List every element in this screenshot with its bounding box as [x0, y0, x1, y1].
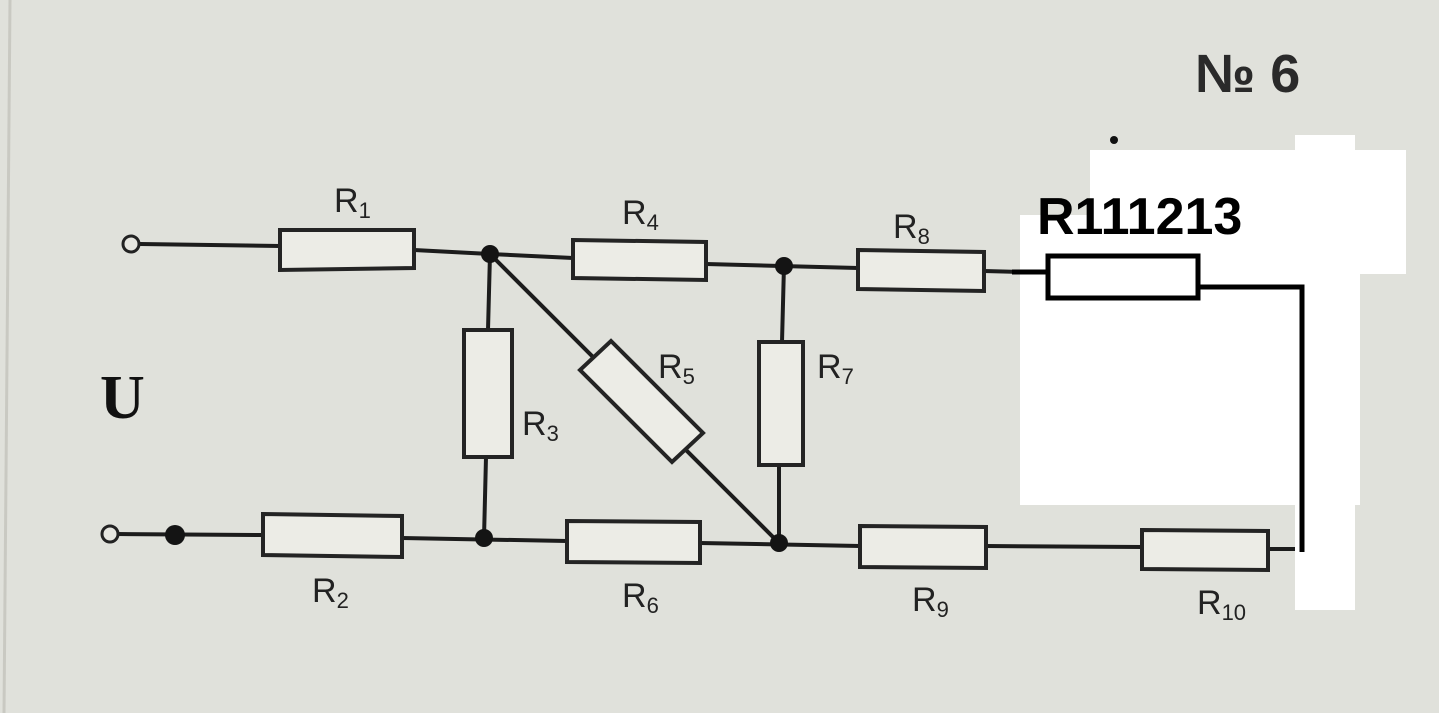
resistor-labels: R1 R4 R8 R3 R5 R7 R2 R6 R9 R10	[312, 182, 1246, 625]
wire-top-in	[138, 242, 282, 248]
wire-node-a-r3	[486, 252, 492, 332]
wire-r1-node-a	[412, 248, 492, 256]
label-r7: R7	[817, 348, 854, 389]
node-c	[475, 529, 493, 547]
wire-r9-r10	[984, 544, 1144, 549]
resistors	[261, 228, 1270, 573]
terminal-top	[121, 234, 141, 254]
source-label: U	[100, 364, 145, 432]
resistor-r8	[856, 247, 986, 294]
node-bottom-left	[165, 525, 185, 545]
label-r2: R2	[312, 572, 349, 613]
label-r10: R10	[1197, 584, 1246, 625]
resistor-r3	[462, 328, 514, 459]
resistor-r1	[278, 228, 416, 273]
resistor-r10	[1140, 527, 1270, 573]
resistor-r2	[261, 511, 404, 560]
wires	[115, 242, 1302, 551]
label-r3: R3	[522, 405, 559, 446]
label-r4: R4	[622, 194, 659, 235]
terminal-bottom	[100, 524, 120, 544]
wire-node-a-r4	[488, 252, 575, 260]
resistor-r4	[571, 237, 708, 283]
node-b	[775, 257, 793, 275]
resistor-r111213	[1045, 253, 1201, 301]
white-patch-bottom	[1295, 500, 1355, 610]
label-r111213: R111213	[1037, 188, 1242, 246]
label-r5: R5	[658, 348, 695, 389]
stray-dot	[1110, 136, 1118, 144]
node-a	[481, 245, 499, 263]
resistor-r6	[565, 518, 702, 566]
wire-node-b-r7	[780, 263, 786, 344]
wire-bottom-in	[115, 532, 265, 537]
label-r8: R8	[893, 208, 930, 249]
label-r6: R6	[622, 577, 659, 618]
problem-number: № 6	[1195, 44, 1300, 104]
label-r1: R1	[334, 182, 371, 223]
paper-fold-line	[2, 0, 12, 713]
edited-region: R111213	[1012, 135, 1406, 610]
resistor-r5	[577, 338, 706, 465]
edit-wire-return	[1198, 284, 1305, 552]
white-patch-top-notch	[1295, 135, 1355, 165]
label-r9: R9	[912, 581, 949, 622]
resistor-r9	[858, 523, 988, 571]
node-d	[770, 534, 788, 552]
resistor-r7	[757, 340, 805, 467]
wire-r3-node-c	[482, 455, 488, 540]
nodes	[100, 234, 793, 552]
